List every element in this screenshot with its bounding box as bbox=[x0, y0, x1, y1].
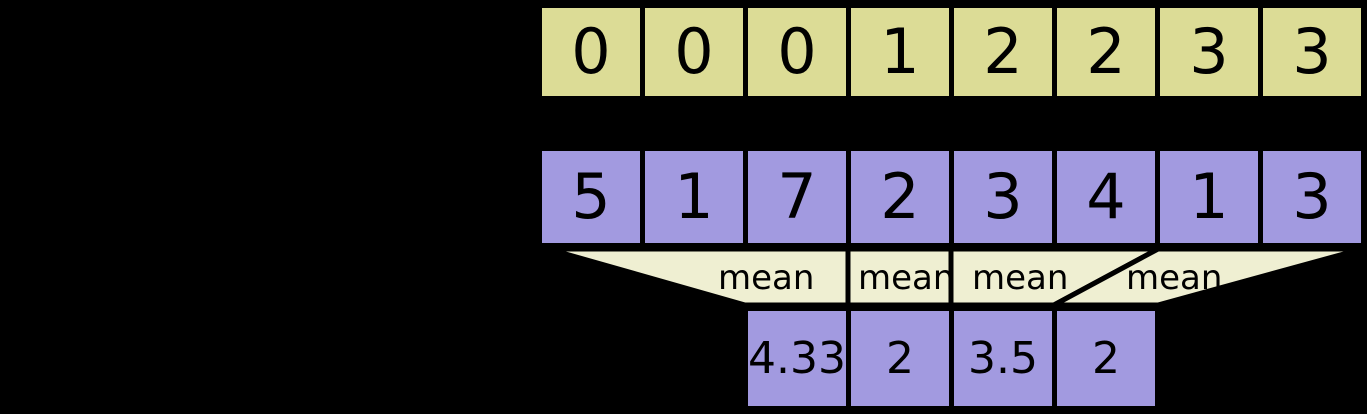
pool-op-label: mean bbox=[972, 258, 1069, 298]
value-cell: 5 bbox=[539, 148, 643, 246]
segment-id-cell: 0 bbox=[539, 5, 643, 99]
segment-id-cell: 1 bbox=[848, 5, 952, 99]
segment-id-cell: 0 bbox=[745, 5, 849, 99]
output-cell: 2 bbox=[848, 308, 952, 409]
value-cell: 4 bbox=[1054, 148, 1158, 246]
value-cell: 3 bbox=[1260, 148, 1364, 246]
segment-id-cell: 3 bbox=[1157, 5, 1261, 99]
output-cell: 4.33 bbox=[745, 308, 849, 409]
value-cell: 2 bbox=[848, 148, 952, 246]
segment-id-cell: 2 bbox=[1054, 5, 1158, 99]
value-cell: 7 bbox=[745, 148, 849, 246]
pool-op-label: mean bbox=[718, 258, 815, 298]
segment-id-cell: 2 bbox=[951, 5, 1055, 99]
output-cell: 3.5 bbox=[951, 308, 1055, 409]
segment-id-cell: 0 bbox=[642, 5, 746, 99]
pool-op-label: mean bbox=[1126, 258, 1223, 298]
value-cell: 1 bbox=[642, 148, 746, 246]
pool-op-label: mean bbox=[858, 258, 955, 298]
output-cell: 2 bbox=[1054, 308, 1158, 409]
value-cell: 3 bbox=[951, 148, 1055, 246]
segment-id-cell: 3 bbox=[1260, 5, 1364, 99]
value-cell: 1 bbox=[1157, 148, 1261, 246]
